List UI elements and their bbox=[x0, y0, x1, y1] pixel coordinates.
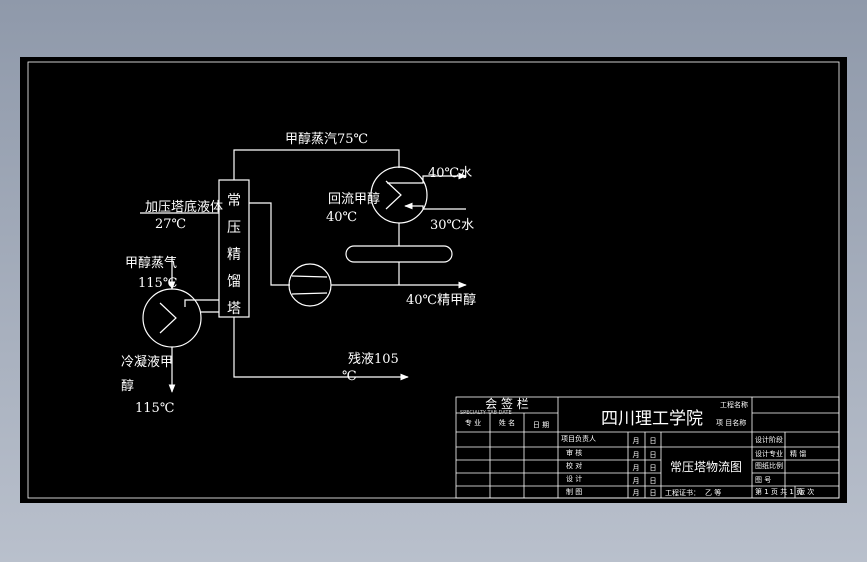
col-day-5: 日 bbox=[650, 489, 657, 497]
column-char-5: 塔 bbox=[227, 301, 241, 317]
column-char-4: 馏 bbox=[227, 274, 241, 290]
design-item-label: 设计专业 bbox=[755, 449, 783, 458]
sheet-number-label: 图 号 bbox=[755, 476, 771, 484]
col-day-2: 日 bbox=[650, 451, 657, 459]
sheet-border bbox=[27, 61, 840, 499]
page-label: 第 1 页 共 1 页 bbox=[755, 487, 803, 496]
steam-label: 甲醇蒸气 bbox=[125, 255, 177, 271]
drawing-sheet bbox=[20, 57, 847, 503]
reboiler-coil-icon bbox=[159, 302, 177, 334]
role-review: 校 对 bbox=[566, 461, 582, 470]
item-name-label: 项 目名称 bbox=[716, 418, 746, 427]
design-item-value: 精 馏 bbox=[790, 449, 806, 458]
grade-label: 乙 等 bbox=[705, 488, 721, 497]
role-approve: 项目负责人 bbox=[561, 434, 596, 443]
residue-label: 残液105 bbox=[348, 352, 399, 367]
steam-temp-label: 115℃ bbox=[138, 276, 177, 291]
column-char-2: 压 bbox=[227, 220, 241, 236]
drawing-title: 常压塔物流图 bbox=[670, 460, 742, 474]
role-check: 审 核 bbox=[566, 448, 582, 457]
pump-blade-top-icon bbox=[291, 275, 328, 278]
role-design: 设 计 bbox=[566, 474, 582, 483]
column-char-1: 常 bbox=[227, 193, 241, 209]
col-name: 姓 名 bbox=[499, 418, 515, 427]
school-name: 四川理工学院 bbox=[601, 409, 703, 429]
reflux-return-line bbox=[249, 202, 290, 286]
reflux-name-label: 回流甲醇 bbox=[328, 191, 380, 207]
countersign-sub: SPECIALTY TAB DATE bbox=[460, 410, 512, 416]
col-date: 日 期 bbox=[533, 421, 549, 429]
condensate-temp-label: 115℃ bbox=[135, 401, 174, 416]
version-label: 版 次 bbox=[798, 487, 814, 496]
product-label: 40℃精甲醇 bbox=[406, 292, 476, 308]
role-draw: 制 图 bbox=[566, 487, 582, 496]
project-no-label: 工程证书： bbox=[665, 488, 700, 497]
col-day-3: 日 bbox=[650, 464, 657, 472]
col-month-4: 月 bbox=[633, 477, 640, 485]
water-out-label: 40℃水 bbox=[428, 166, 472, 181]
reflux-temp-label: 40℃ bbox=[326, 210, 357, 225]
feed-label: 加压塔底液体 bbox=[145, 199, 223, 215]
pump-blade-bottom-icon bbox=[291, 292, 328, 295]
scale-label: 图纸比例 bbox=[755, 461, 783, 470]
condensate-label: 冷凝液甲 bbox=[121, 354, 173, 370]
residue-sub-label: ℃ bbox=[342, 369, 357, 384]
overhead-vapor-line bbox=[233, 149, 400, 180]
title-block-frame bbox=[455, 396, 840, 499]
overhead-vapor-label: 甲醇蒸汽75℃ bbox=[285, 131, 368, 147]
cooling-water-in-line bbox=[404, 202, 466, 210]
condensate-label-2: 醇 bbox=[121, 378, 134, 394]
col-specialty: 专 业 bbox=[465, 418, 481, 427]
feed-temp-label: 27℃ bbox=[155, 217, 186, 232]
reboiler-return-line bbox=[184, 299, 219, 307]
condenser-coil-icon bbox=[385, 180, 402, 210]
title-block bbox=[455, 396, 840, 499]
residue-line bbox=[233, 317, 409, 381]
col-month-1: 月 bbox=[633, 437, 640, 445]
col-month-3: 月 bbox=[633, 464, 640, 472]
design-stage-label: 设计阶段 bbox=[755, 435, 783, 444]
project-name-label: 工程名称 bbox=[720, 400, 748, 409]
cooling-water-out-line bbox=[387, 172, 467, 184]
col-day-1: 日 bbox=[650, 437, 657, 445]
col-month-5: 月 bbox=[633, 489, 640, 497]
col-month-2: 月 bbox=[633, 451, 640, 459]
col-day-4: 日 bbox=[650, 477, 657, 485]
column-char-3: 精 bbox=[227, 247, 241, 263]
water-in-label: 30℃水 bbox=[430, 218, 474, 233]
countersign-title: 会 签 栏 bbox=[485, 396, 529, 411]
